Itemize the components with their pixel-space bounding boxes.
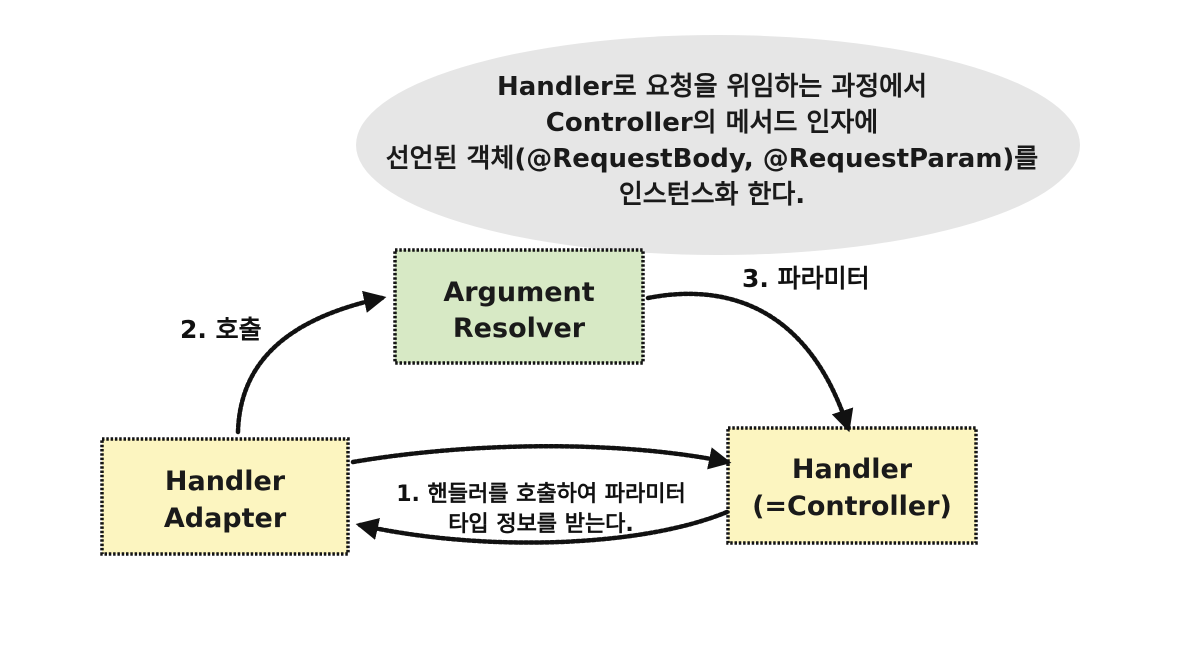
handler-label-2: (=Controller) [752,491,952,522]
note-line-4: 인스턴스화 한다. [619,180,805,210]
call-arrow [235,290,387,435]
argument-resolver-label-2: Resolver [453,313,586,344]
argument-resolver-box [393,248,645,365]
note-line-3: 선언된 객체(@RequestBody, @RequestParam)를 [386,144,1039,174]
handler-adapter-label-2: Adapter [164,503,287,534]
parameter-arrow [645,291,854,433]
note-ellipse [356,35,1080,255]
parameter-label: 3. 파라미터 [742,264,870,293]
argument-resolver-node: Argument Resolver [393,248,645,365]
note-callout: Handler로 요청을 위임하는 과정에서 Controller의 메서드 인… [356,35,1080,255]
handler-adapter-label-1: Handler [165,466,286,497]
handler-adapter-box [100,437,350,556]
type-info-label-2: 타입 정보를 받는다. [448,512,634,537]
request-arrow [350,444,732,470]
handler-adapter-node: Handler Adapter [100,437,350,556]
handler-node: Handler (=Controller) [726,426,978,545]
note-line-1: Handler로 요청을 위임하는 과정에서 [497,72,927,102]
type-info-label-1: 1. 핸들러를 호출하여 파라미터 [396,482,686,507]
handler-box [726,426,978,545]
response-arrow [355,509,730,545]
argument-resolver-label-1: Argument [443,277,594,308]
handler-label-1: Handler [792,454,913,485]
note-line-2: Controller의 메서드 인자에 [546,108,878,138]
call-label: 2. 호출 [180,315,262,344]
